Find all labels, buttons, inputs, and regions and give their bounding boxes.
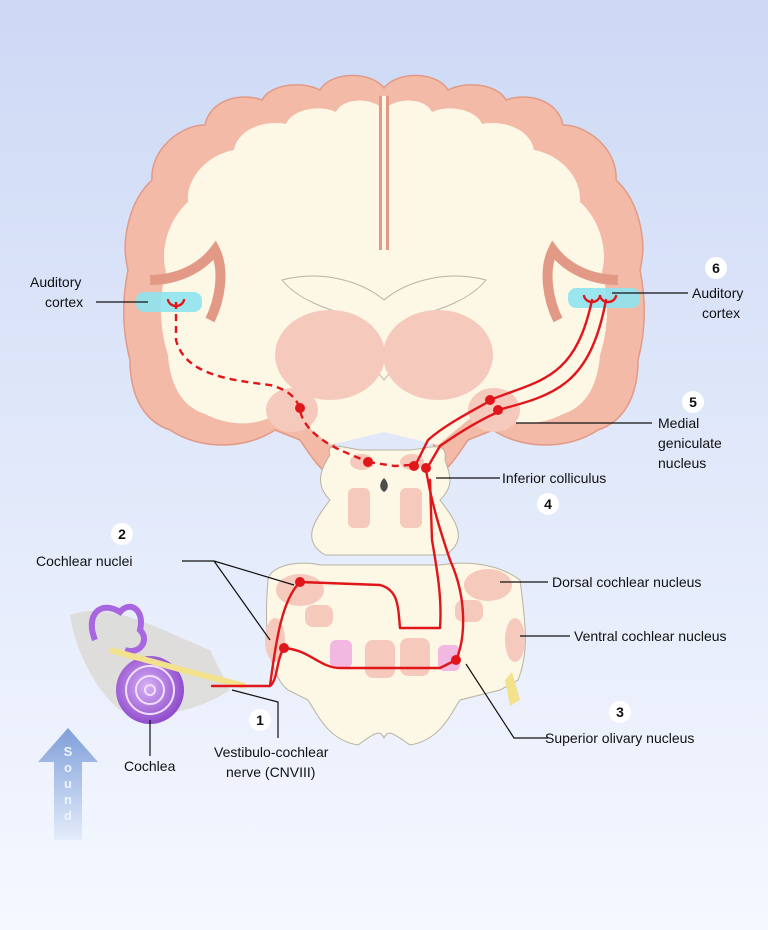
thalamus-right [383,310,493,400]
lateral-sulcus-left [149,240,226,323]
nerve-stump-right [505,672,520,706]
label-cochlear-nuclei: Cochlear nuclei [36,553,133,569]
synapse-ventral [279,643,289,653]
cortex-terminal-right-2 [598,294,618,304]
brain-section [123,74,645,477]
vestibular-nerve [109,647,246,689]
cortex-terminal-right-1 [582,294,602,304]
cochlear-to-dorsal [268,478,442,688]
olive-ascending [424,468,465,662]
sound-letter-2: o [64,760,72,775]
nucleus-block-4 [400,638,430,676]
label-auditory-cortex-left-1: Auditory [30,274,81,290]
nucleus-block-1 [305,605,333,627]
label-auditory-cortex-left-2: cortex [45,294,83,310]
label-auditory-cortex-right-1: Auditory [692,285,743,301]
synapse-dorsal [295,577,305,587]
leader-olive [465,663,548,739]
thalamus-left [275,310,385,400]
synapse-olive [451,655,461,665]
sound-letter-5: d [64,808,72,823]
colliculus-right [400,488,422,528]
colliculus-left [348,488,370,528]
ventral-cochlear-right [505,618,525,662]
mgn-to-cortex-2 [496,298,608,412]
midbrain-outline [311,445,459,556]
label-nerve-2: nerve (CNVIII) [226,764,315,780]
colliculus-to-mgn-2 [424,410,500,472]
sound-arrow-shape [38,728,98,840]
step-2-number: 2 [118,526,126,542]
leader-lines [96,292,688,756]
sound-letter-1: S [64,744,73,759]
synapse-colliculus-left [363,457,373,467]
step-5-circle [682,391,704,413]
sound-letter-4: n [64,792,72,807]
semicircular-canals [88,603,147,654]
label-ventral-cochlear: Ventral cochlear nucleus [574,628,727,644]
nucleus-block-3 [365,640,395,678]
synapse-colliculus-2 [421,463,431,473]
white-matter [160,100,608,446]
synapse-mgn-left [295,403,305,413]
sound-arrow: S o u n d [38,728,98,840]
cochlea-spiral-2 [125,665,175,715]
mgn-to-cortex-1 [488,298,594,402]
step-5-number: 5 [689,394,697,410]
geniculate-left [266,388,318,432]
label-dorsal-cochlear: Dorsal cochlear nucleus [552,574,701,590]
step-4-circle [537,493,559,515]
colliculus-to-mgn-1 [412,400,490,470]
label-cochlea: Cochlea [124,758,176,774]
step-3-number: 3 [616,704,624,720]
label-mgn-3: nucleus [658,455,706,471]
step-3-circle [609,701,631,723]
nucleus-block-2 [330,640,352,668]
leader-nerve [231,689,279,738]
cortex-terminal-left [166,298,186,308]
label-inferior-colliculus: Inferior colliculus [502,470,606,486]
auditory-pathways [166,294,618,688]
cochlea-spiral-4 [144,684,156,696]
step-2-circle [111,523,133,545]
left-dashed-path-2 [367,460,411,468]
leader-cochlear-nuclei [182,560,295,641]
step-6-number: 6 [712,260,720,276]
label-auditory-cortex-right-2: cortex [702,305,740,321]
step-markers: 1 2 3 4 5 6 [111,257,727,731]
aqueduct [380,478,388,492]
label-mgn-1: Medial [658,415,699,431]
step-1-circle [249,709,271,731]
lateral-sulcus-right [542,240,619,323]
sound-letter-3: u [64,776,72,791]
left-dashed-path [174,302,369,464]
synapse-mgn-2 [493,405,503,415]
cochlea-spiral-3 [135,675,165,705]
synapse-mgn-1 [485,395,495,405]
step-6-circle [705,257,727,279]
cochlea-illustration [70,603,246,724]
step-4-number: 4 [544,496,552,512]
labels: Auditory cortex Auditory cortex Medial g… [30,274,743,780]
step-1-number: 1 [256,712,264,728]
label-nerve-1: Vestibulo-cochlear [214,744,329,760]
dorsal-cochlear-right [464,569,512,601]
label-superior-olivary: Superior olivary nucleus [545,730,694,746]
midbrain [311,445,459,556]
synapse-colliculus-1 [409,461,419,471]
nucleus-block-6 [455,600,483,622]
label-mgn-2: geniculate [658,435,722,451]
